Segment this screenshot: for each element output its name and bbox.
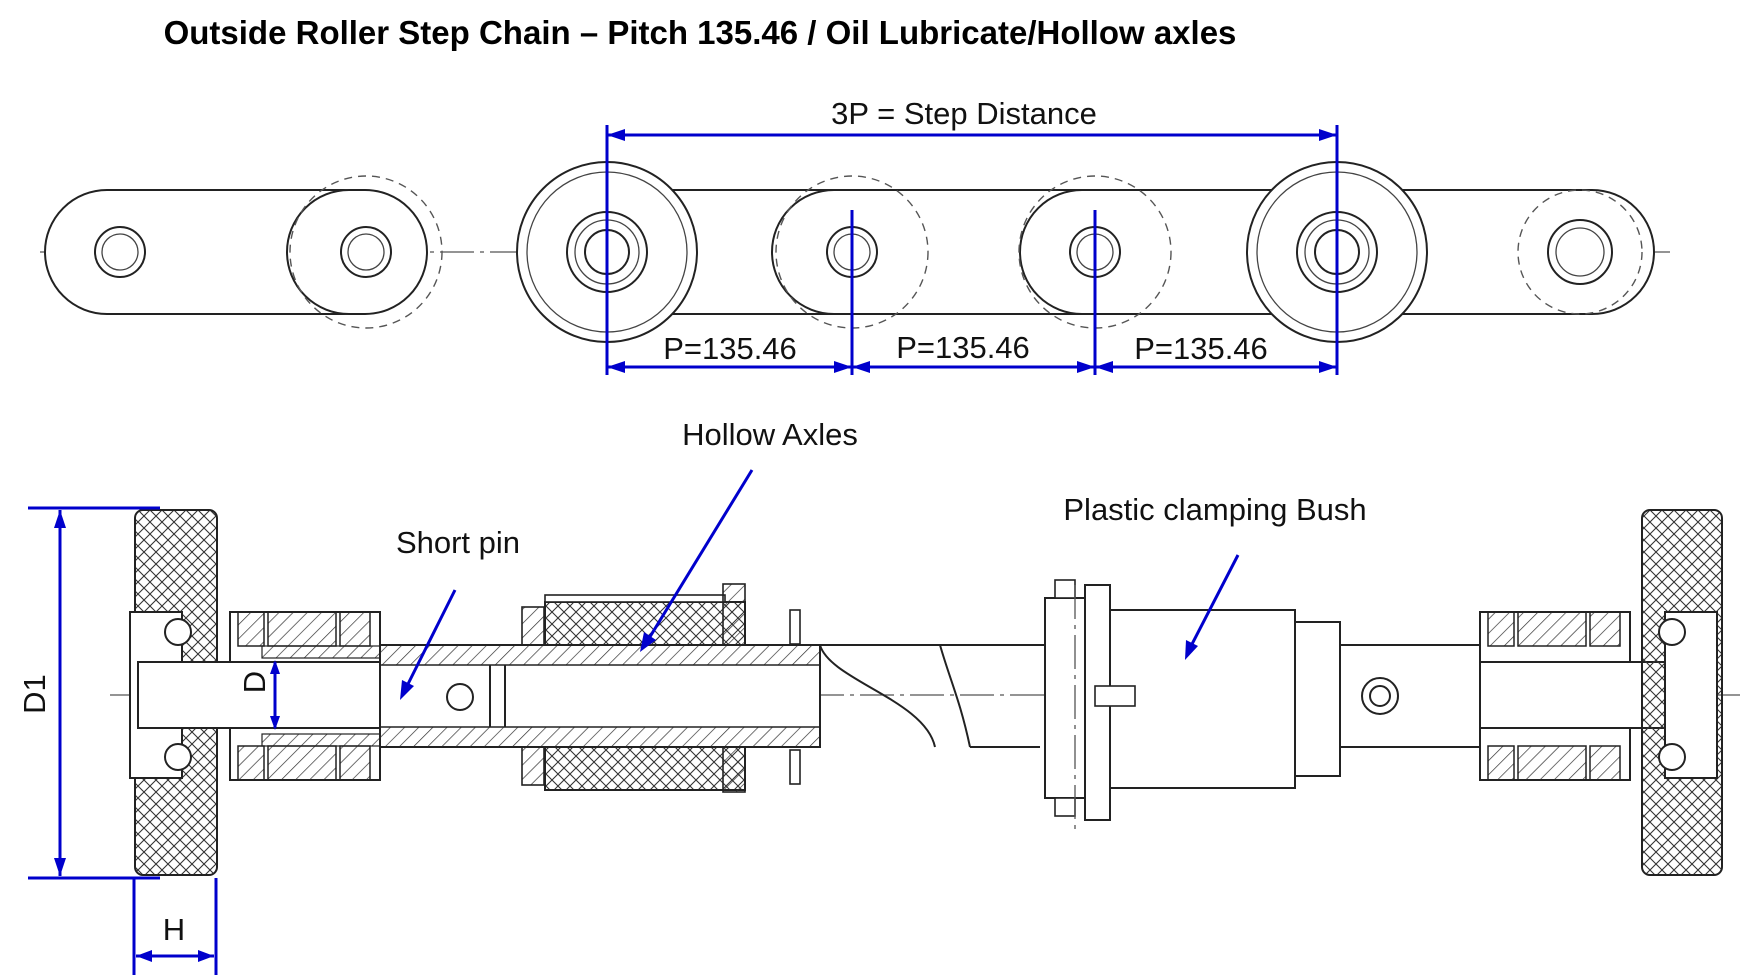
- page-title: Outside Roller Step Chain – Pitch 135.46…: [163, 14, 1237, 51]
- pin-hole: [1547, 219, 1613, 285]
- roller-hidden-outline: [289, 175, 443, 329]
- section-view: [110, 509, 1740, 876]
- pitch-label-2: P=135.46: [896, 330, 1030, 365]
- short-pin-shaft: [137, 661, 384, 729]
- step-distance-dimension: [605, 125, 1339, 375]
- h-label: H: [163, 912, 185, 947]
- pitch-label-1: P=135.46: [663, 331, 797, 366]
- d-dimension: [270, 660, 280, 730]
- pin-hole: [446, 683, 474, 711]
- d-label: D: [237, 671, 272, 693]
- hollow-axles-label: Hollow Axles: [682, 417, 858, 452]
- step-distance-label: 3P = Step Distance: [831, 96, 1097, 131]
- plastic-clamping-bush: [1044, 579, 1341, 835]
- plastic-bush-leader: [1185, 554, 1240, 660]
- hollow-axle: [379, 644, 821, 748]
- roller-hidden-outline: [1517, 189, 1643, 315]
- short-pin-leader: [400, 589, 457, 700]
- shaft-break-line: [939, 644, 971, 748]
- d1-dimension: [28, 506, 160, 880]
- pin-hole: [340, 226, 392, 278]
- pitch-label-3: P=135.46: [1134, 331, 1268, 366]
- top-view-chain: [40, 150, 1670, 355]
- hollow-axles-leader: [640, 469, 754, 652]
- shaft-break-line: [819, 644, 936, 748]
- locking-screw: [1361, 677, 1399, 715]
- short-pin-label: Short pin: [396, 525, 520, 560]
- pitch-dimension-lines: [607, 361, 1337, 373]
- d1-label: D1: [17, 674, 52, 714]
- plastic-bush-label: Plastic clamping Bush: [1063, 492, 1366, 527]
- h-dimension: [132, 878, 218, 975]
- pin-hole: [94, 226, 146, 278]
- right-roller-wheel: [1641, 509, 1723, 876]
